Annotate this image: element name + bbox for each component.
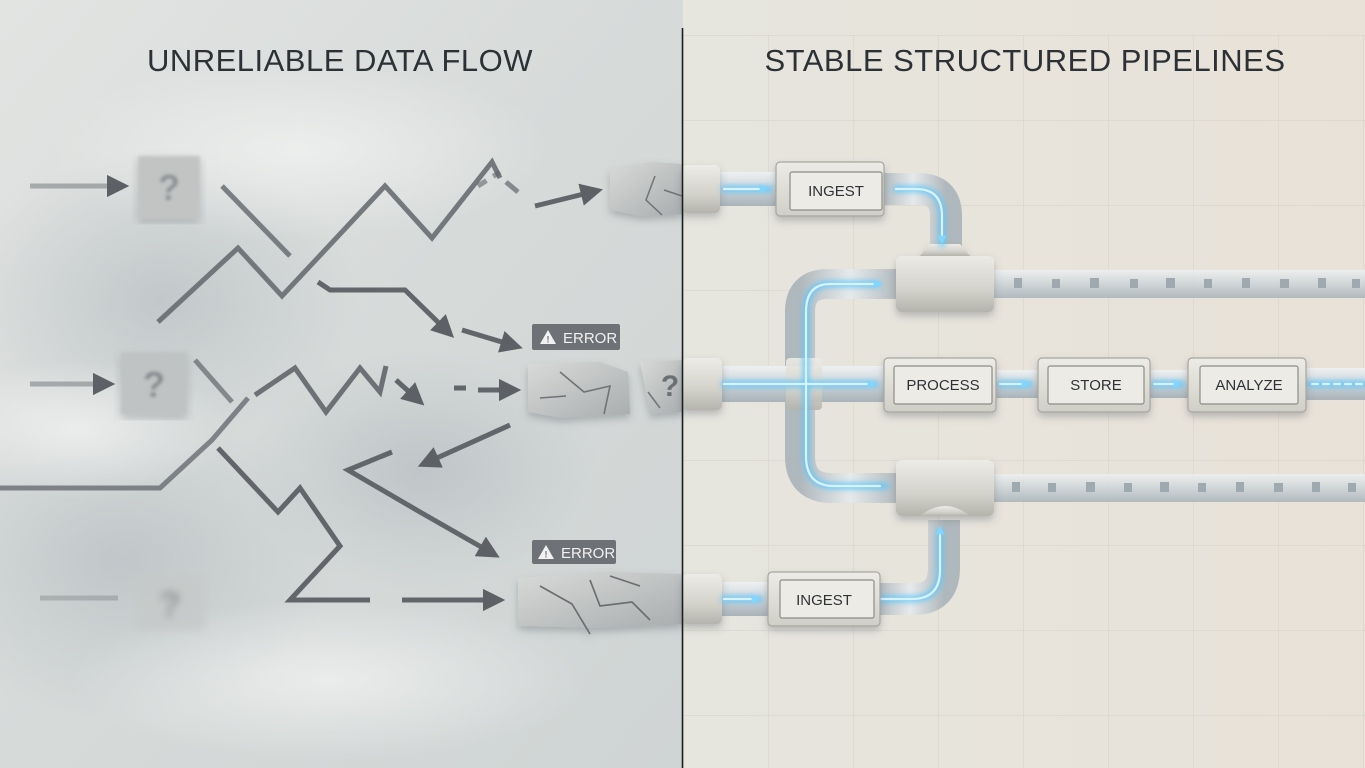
zigzag-segment [220, 184, 292, 258]
stage-label-ingest-top: INGEST [808, 183, 864, 200]
stage-ingest-top: INGEST [775, 161, 885, 217]
unknown-glyph: ? [143, 364, 165, 405]
zigzag-path-middle [253, 364, 389, 417]
arrow-to-error-badge [461, 327, 523, 353]
unknown-block-1: ? [138, 156, 200, 218]
t-junction-lower [896, 460, 994, 516]
left-panel-title: UNRELIABLE DATA FLOW [146, 43, 534, 78]
stage-label-analyze: ANALYZE [1215, 377, 1282, 394]
unknown-glyph: ? [661, 370, 679, 403]
stage-label-store: STORE [1070, 377, 1121, 394]
arrow-to-error-bottom [342, 449, 500, 558]
warning-icon [538, 545, 554, 559]
stage-store: STORE [1037, 357, 1151, 413]
zigzag-path-lower [216, 446, 370, 603]
broken-stone-top [610, 162, 683, 216]
unknown-glyph: ? [159, 584, 181, 625]
right-panel-title: STABLE STRUCTURED PIPELINES [764, 43, 1286, 78]
chaotic-paths [0, 157, 603, 612]
warning-icon [540, 330, 556, 344]
broken-stone-middle: ? [528, 360, 682, 418]
error-label: ERROR [561, 545, 615, 562]
long-path-lower [0, 396, 250, 491]
stage-analyze: ANALYZE [1187, 357, 1307, 413]
unknown-glyph: ? [158, 167, 180, 208]
arrow-to-broken-stone-top [534, 183, 603, 209]
fog [0, 60, 600, 760]
stage-process: PROCESS [883, 357, 997, 413]
unknown-block-3: ? [135, 574, 205, 630]
error-badge-top: ! ERROR [532, 324, 620, 350]
stage-label-process: PROCESS [906, 377, 979, 394]
output-pipe-upper [990, 270, 1365, 298]
zigzag-middle-start [193, 358, 234, 404]
error-badge-bottom: ! ERROR [532, 540, 616, 564]
unknown-block-2: ? [121, 352, 187, 414]
data-flow-core [722, 184, 1365, 604]
arrow-back-left [417, 422, 512, 468]
t-junction-upper [896, 244, 994, 312]
error-label: ERROR [563, 330, 617, 347]
output-pipe-lower [990, 474, 1365, 502]
broken-segment-end [504, 180, 520, 194]
zigzag-path-upper [156, 157, 503, 324]
svg-text:!: ! [545, 550, 548, 560]
broken-segment [476, 169, 502, 189]
arrow-middle [394, 378, 425, 406]
stage-label-ingest-bottom: INGEST [796, 592, 852, 609]
stage-ingest-bottom: INGEST [767, 571, 881, 627]
arrow-to-error-top [316, 279, 455, 338]
svg-text:!: ! [547, 335, 550, 345]
broken-stone-bottom [518, 572, 682, 635]
